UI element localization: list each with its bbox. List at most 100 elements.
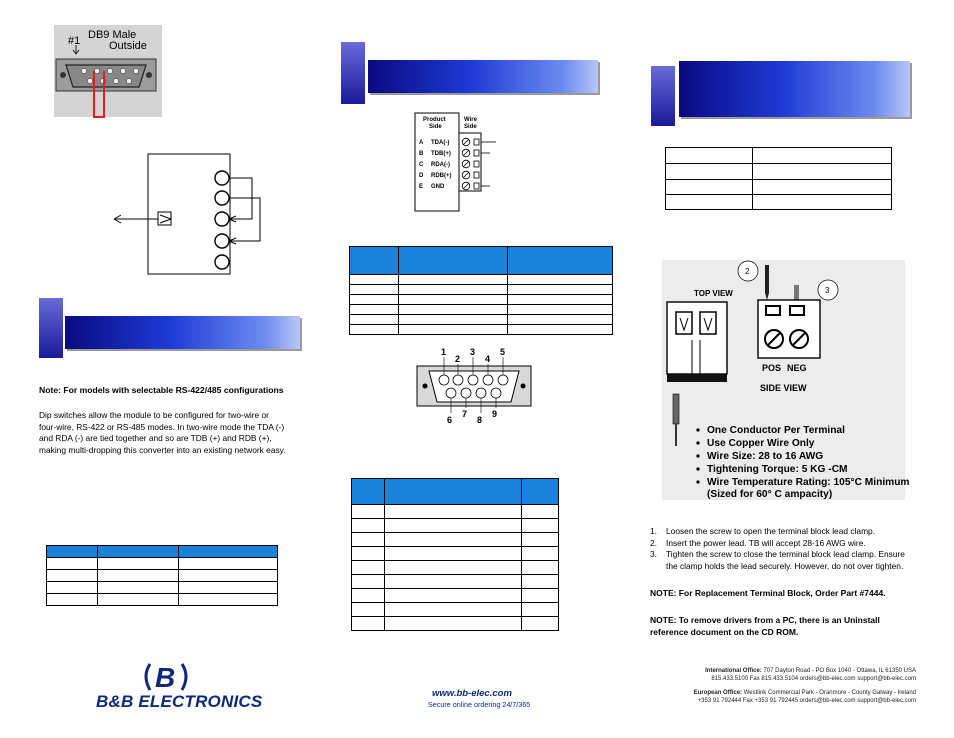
pin-number: 8	[477, 415, 482, 425]
table-row	[351, 504, 559, 519]
spec-bullet: One Conductor Per Terminal	[707, 425, 845, 436]
tagline: Secure online ordering 24/7/365	[428, 700, 531, 709]
spec-table	[665, 147, 892, 210]
footer: B B&B ELECTRONICS www.bb-elec.com Secure…	[0, 652, 954, 738]
dip-switch-paragraph: Dip switches allow the module to be conf…	[39, 410, 319, 457]
table-row	[351, 518, 559, 533]
row-signal: RDB(+)	[431, 173, 452, 179]
wire-side-label: Wire	[464, 117, 478, 123]
signal-table-1	[349, 236, 613, 335]
spec-bullet-sub: (Sized for 60° C ampacity)	[707, 489, 832, 500]
table-row	[351, 532, 559, 547]
step-text: Loosen the screw to open the terminal bl…	[666, 526, 876, 536]
table-row	[665, 194, 892, 210]
step-number: 3.	[650, 549, 657, 560]
product-side-label-2: Side	[429, 124, 442, 130]
install-steps: 1. Loosen the screw to open the terminal …	[650, 526, 925, 573]
list-item: 2. Insert the power lead. TB will accept …	[650, 538, 925, 550]
section-banner-1	[65, 316, 300, 349]
row-signal: GND	[431, 184, 445, 190]
top-view-label: TOP VIEW	[694, 289, 733, 298]
table-row	[665, 179, 892, 195]
table-row	[46, 568, 278, 582]
signal-table-2	[351, 478, 559, 631]
row-signal: TDA(-)	[431, 140, 449, 146]
spec-bullet: Wire Size: 28 to 16 AWG	[707, 451, 823, 462]
callout-3: 3	[825, 286, 830, 295]
terminal-block-drawing: 2 3 TOP VIEW POS NEG SIDE VIEW One Condu…	[666, 260, 910, 500]
euro-label: European Office:	[693, 690, 743, 696]
table-row	[349, 293, 613, 305]
section-banner-tab-1	[39, 298, 63, 358]
section-banner-tab-3	[651, 66, 675, 126]
logo-mark-letter: B	[155, 662, 175, 693]
pos-label: POS	[762, 363, 781, 373]
wire-side-label-2: Side	[464, 124, 477, 130]
rs422-485-note: Note: For models with selectable RS-422/…	[39, 385, 284, 395]
row-letter: D	[419, 173, 424, 179]
spec-bullet: Wire Temperature Rating: 105°C Minimum	[707, 477, 910, 488]
row-letter: B	[419, 151, 424, 157]
paragraph-line: Dip switches allow the module to be conf…	[39, 410, 269, 420]
section-banner-3	[679, 61, 910, 117]
list-item: 3. Tighten the screw to close the termina…	[650, 549, 925, 561]
db9-loopback-drawing: #1 DB9 Male Outside	[55, 29, 157, 118]
list-item: 1. Loosen the screw to open the terminal …	[650, 526, 925, 538]
paragraph-line: four-wire, RS-422 or RS-485 modes. In tw…	[39, 421, 285, 432]
company-logo-text: B&B ELECTRONICS	[96, 692, 263, 711]
table-row	[349, 273, 613, 285]
neg-label: NEG	[787, 363, 807, 373]
loopback-terminal-diagram	[113, 153, 261, 275]
product-side-label: Product	[423, 117, 446, 123]
paragraph-line: and RDA (-) are tied together and so are…	[39, 433, 272, 444]
side-view-label: SIDE VIEW	[760, 383, 807, 393]
row-signal: TDB(+)	[431, 151, 451, 157]
step-number: 2.	[650, 537, 657, 548]
table-row	[46, 535, 278, 546]
section-banner-2	[368, 60, 598, 93]
bb-logo-mark: B	[144, 662, 188, 693]
terminal-block-figure: 2 3 TOP VIEW POS NEG SIDE VIEW One Condu…	[662, 260, 910, 500]
table-row	[46, 556, 278, 570]
table-row	[351, 560, 559, 575]
pin-number: 5	[500, 347, 505, 357]
table-row	[665, 147, 892, 164]
pin-number: 1	[441, 347, 446, 357]
pin-number: 6	[447, 415, 452, 425]
pin-number: 9	[492, 409, 497, 419]
website-link[interactable]: www.bb-elec.com	[432, 688, 512, 699]
db9-pinout-diagram: 1 2 3 4 5 6 7 8 9	[416, 347, 532, 425]
replacement-note: NOTE: For Replacement Terminal Block, Or…	[650, 588, 886, 598]
db9-loopback-figure: #1 DB9 Male Outside	[54, 25, 162, 118]
intl-label: International Office:	[705, 668, 762, 674]
european-office: European Office: Westlink Commercial Par…	[616, 690, 916, 705]
table-row	[351, 546, 559, 561]
step-text: Insert the power lead. TB will accept 28…	[666, 537, 866, 548]
step-text: Tighten the screw to close the terminal …	[666, 549, 905, 560]
table-row	[349, 283, 613, 295]
table-row	[46, 592, 278, 606]
paragraph-line: making multi-dropping this converter int…	[39, 445, 286, 456]
step-number: 1.	[650, 526, 657, 536]
table-row	[351, 574, 559, 589]
terminal-pinout-figure: Product Side Wire Side A TDA(-) B TDB(+)…	[414, 112, 504, 212]
pin-1-label: #1	[68, 35, 80, 47]
uninstall-note: NOTE: To remove drivers from a PC, there…	[650, 614, 880, 638]
uninstall-note-line: NOTE: To remove drivers from a PC, there…	[650, 615, 880, 625]
table-row	[349, 313, 613, 325]
euro-contact: +353 91 792444 Fax +353 91 792445 orders…	[697, 697, 916, 704]
terminal-pinout-drawing: Product Side Wire Side A TDA(-) B TDB(+)…	[414, 112, 496, 212]
row-signal: RDA(-)	[431, 162, 450, 168]
table-header-row	[351, 478, 559, 505]
pin-number: 7	[462, 409, 467, 419]
spec-bullet: Use Copper Wire Only	[707, 438, 815, 449]
table-row	[349, 236, 613, 247]
table-header-row	[46, 544, 278, 558]
section-banner-tab-2	[341, 42, 365, 104]
intl-address: 707 Dayton Road - PO Box 1040 - Ottawa, …	[763, 668, 916, 674]
table-row	[351, 602, 559, 617]
callout-2: 2	[745, 267, 750, 276]
table-row	[349, 323, 613, 335]
international-office: International Office: 707 Dayton Road - …	[616, 668, 916, 683]
db9-male-label: DB9 Male	[88, 29, 136, 41]
